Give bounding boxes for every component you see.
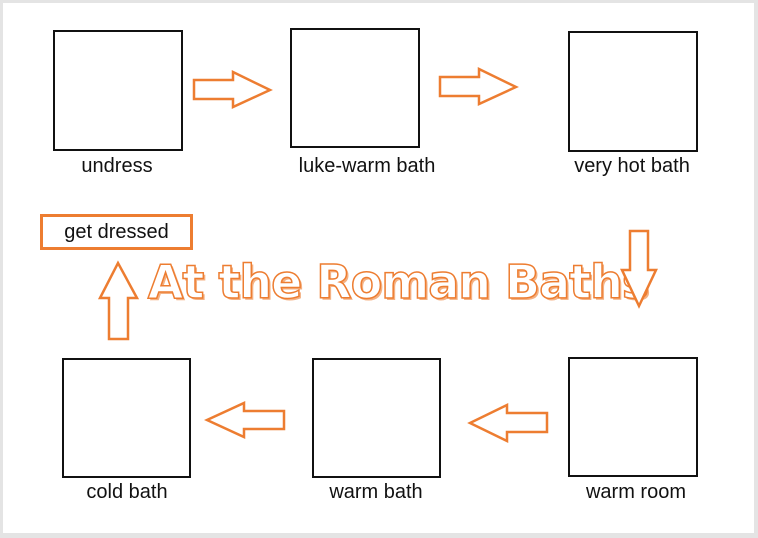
warm-bath-label: warm bath [329, 481, 423, 503]
diagram-title: At the Roman Baths [147, 254, 650, 310]
undress-label: undress [81, 155, 153, 177]
warm-room-image-box [568, 357, 698, 477]
cold-bath-image-box [62, 358, 191, 478]
arrow-up-icon [97, 260, 140, 341]
arrow-down-icon [620, 229, 658, 309]
arrow-left-icon [467, 403, 549, 443]
get-dressed-label: get dressed [40, 214, 193, 250]
arrow-right-icon [438, 67, 519, 106]
luke-warm-bath-image-box [290, 28, 420, 148]
warm-room-label: warm room [585, 481, 687, 503]
warm-bath-image-box [312, 358, 441, 478]
luke-warm-bath-label: luke-warm bath [298, 155, 436, 177]
cold-bath-label: cold bath [86, 481, 168, 503]
very-hot-bath-image-box [568, 31, 698, 152]
undress-image-box [53, 30, 183, 151]
arrow-right-icon [192, 70, 273, 109]
arrow-left-icon [204, 401, 286, 439]
very-hot-bath-label: very hot bath [574, 155, 690, 177]
